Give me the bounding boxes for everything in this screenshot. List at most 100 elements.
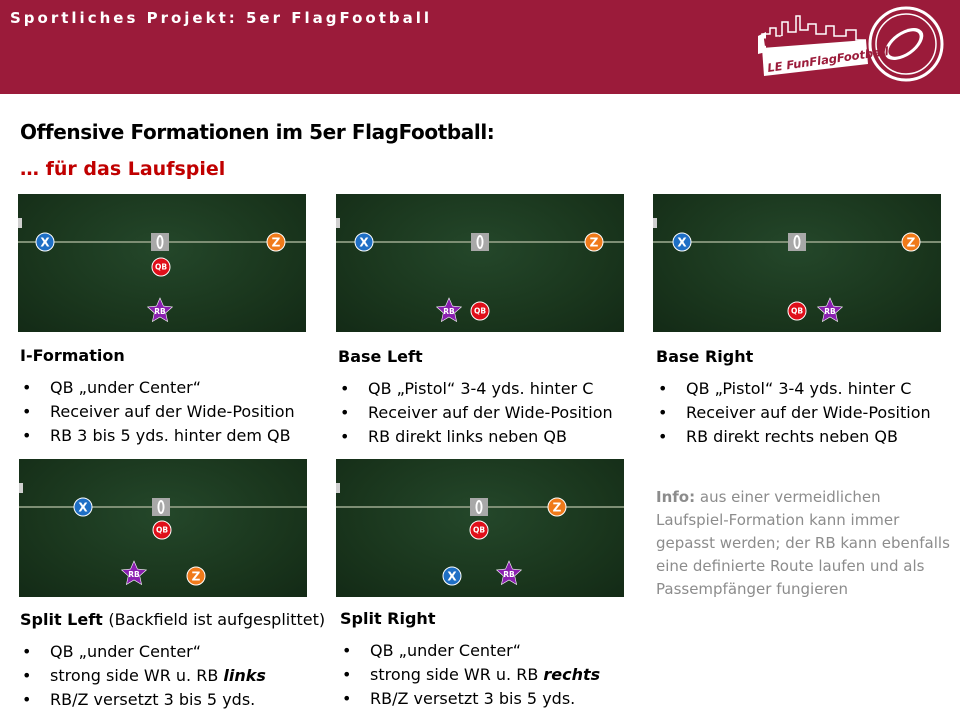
bullet-item: QB „Pistol“ 3-4 yds. hinter C	[656, 377, 931, 401]
bullet-item: QB „under Center“	[20, 376, 295, 400]
field-tab	[18, 218, 22, 228]
field-split-right: X Z QB RB	[336, 459, 624, 597]
player-z: Z	[901, 232, 921, 252]
player-x: X	[73, 497, 93, 517]
formation-title-i: I-Formation	[20, 346, 125, 365]
info-label: Info:	[656, 488, 696, 506]
player-x: X	[442, 566, 462, 586]
center-ball-icon	[152, 498, 170, 516]
player-qb-label: QB	[473, 526, 485, 535]
player-qb: QB	[151, 257, 171, 277]
bullets-i-formation: QB „under Center“Receiver auf der Wide-P…	[20, 376, 295, 448]
field-diagram: X Z QB RB	[18, 232, 306, 323]
field-base-left: X Z QB RB	[336, 194, 624, 332]
player-qb: QB	[787, 301, 807, 321]
info-text: aus einer vermeidlichen Laufspiel-Format…	[656, 488, 950, 598]
header-title: Sportliches Projekt: 5er FlagFootball	[10, 9, 433, 27]
field-split-left: X Z QB RB	[19, 459, 307, 597]
bullets-base-left: QB „Pistol“ 3-4 yds. hinter CReceiver au…	[338, 377, 613, 449]
bullet-item: RB/Z versetzt 3 bis 5 yds.	[340, 687, 600, 711]
player-z-label: Z	[907, 235, 916, 249]
formation-title-text: Split Right	[340, 609, 436, 628]
formation-title-base-right: Base Right	[656, 347, 753, 366]
player-x-label: X	[359, 235, 369, 249]
center-ball-icon	[788, 233, 806, 251]
player-rb-label: RB	[503, 570, 515, 579]
player-rb: RB	[146, 297, 174, 323]
center-ball-icon	[151, 233, 169, 251]
player-x: X	[354, 232, 374, 252]
player-x: X	[672, 232, 692, 252]
page-subtitle: … für das Laufspiel	[20, 158, 226, 180]
player-z-label: Z	[590, 235, 599, 249]
formation-title-base-left: Base Left	[338, 347, 423, 366]
field-tab	[19, 483, 23, 493]
bullet-item: RB direkt links neben QB	[338, 425, 613, 449]
bullet-item: QB „under Center“	[20, 640, 266, 664]
bullets-split-left: QB „under Center“strong side WR u. RB li…	[20, 640, 266, 712]
player-x-label: X	[447, 569, 457, 583]
bullet-emphasis: links	[223, 666, 266, 685]
field-diagram: X Z QB RB	[19, 497, 307, 586]
player-z: Z	[266, 232, 286, 252]
bullet-item: Receiver auf der Wide-Position	[338, 401, 613, 425]
bullet-item: strong side WR u. RB links	[20, 664, 266, 688]
player-rb: RB	[435, 297, 463, 323]
field-base-right: X Z QB RB	[653, 194, 941, 332]
bullets-base-right: QB „Pistol“ 3-4 yds. hinter CReceiver au…	[656, 377, 931, 449]
bullet-item: Receiver auf der Wide-Position	[656, 401, 931, 425]
club-logo: LEIPZIG LE FunFlagFootball	[758, 6, 944, 82]
player-rb-label: RB	[824, 307, 836, 316]
player-x: X	[35, 232, 55, 252]
formation-title-split-left: Split Left (Backfield ist aufgesplittet)	[20, 610, 325, 629]
center-ball-icon	[470, 498, 488, 516]
player-z-label: Z	[192, 569, 201, 583]
field-diagram: X Z QB RB	[653, 232, 941, 323]
player-z: Z	[186, 566, 206, 586]
field-i-formation: X Z QB RB	[18, 194, 306, 332]
player-x-label: X	[40, 235, 50, 249]
bullet-item: QB „under Center“	[340, 639, 600, 663]
center-ball-icon	[471, 233, 489, 251]
player-qb: QB	[469, 520, 489, 540]
player-z: Z	[584, 232, 604, 252]
player-rb-label: RB	[154, 307, 166, 316]
player-z-label: Z	[553, 500, 562, 514]
formation-title-text: Base Left	[338, 347, 423, 366]
bullet-item: RB/Z versetzt 3 bis 5 yds.	[20, 688, 266, 712]
player-rb-label: RB	[443, 307, 455, 316]
bullet-emphasis: rechts	[543, 665, 601, 684]
bullet-item: strong side WR u. RB rechts	[340, 663, 600, 687]
formation-title-split-right: Split Right	[340, 609, 435, 628]
field-tab	[336, 483, 340, 493]
header-bar: Sportliches Projekt: 5er FlagFootball LE…	[0, 0, 960, 94]
bullet-item: RB direkt rechts neben QB	[656, 425, 931, 449]
player-qb-label: QB	[156, 526, 168, 535]
field-tab	[653, 218, 657, 228]
formation-title-text: Split Left	[20, 610, 103, 629]
player-rb: RB	[816, 297, 844, 323]
player-qb: QB	[152, 520, 172, 540]
player-rb: RB	[120, 560, 148, 586]
player-qb-label: QB	[474, 307, 486, 316]
page-title: Offensive Formationen im 5er FlagFootbal…	[20, 120, 495, 144]
field-tab	[336, 218, 340, 228]
bullet-item: QB „Pistol“ 3-4 yds. hinter C	[338, 377, 613, 401]
formation-title-text: I-Formation	[20, 346, 125, 365]
field-diagram: X Z QB RB	[336, 497, 624, 586]
player-qb-label: QB	[791, 307, 803, 316]
bullet-item: Receiver auf der Wide-Position	[20, 400, 295, 424]
player-qb-label: QB	[155, 263, 167, 272]
formation-title-text: Base Right	[656, 347, 754, 366]
info-note: Info: aus einer vermeidlichen Laufspiel-…	[656, 486, 956, 601]
bullet-item: RB 3 bis 5 yds. hinter dem QB	[20, 424, 295, 448]
player-z-label: Z	[272, 235, 281, 249]
player-z: Z	[547, 497, 567, 517]
player-qb: QB	[470, 301, 490, 321]
formation-title-note: (Backfield ist aufgesplittet)	[108, 610, 326, 629]
player-rb: RB	[495, 560, 523, 586]
player-x-label: X	[78, 500, 88, 514]
bullets-split-right: QB „under Center“strong side WR u. RB re…	[340, 639, 600, 711]
player-x-label: X	[677, 235, 687, 249]
player-rb-label: RB	[128, 570, 140, 579]
